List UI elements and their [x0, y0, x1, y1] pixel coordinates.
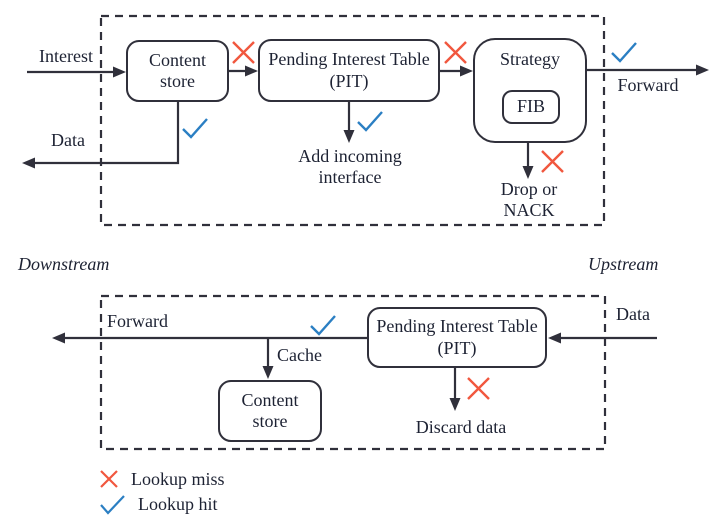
- legend: Lookup miss Lookup hit: [99, 467, 225, 516]
- pit-down-arrowhead: [343, 130, 355, 143]
- upstream-label: Upstream: [588, 254, 659, 274]
- lookup-miss-icon: [541, 150, 564, 173]
- pit-box-bottom: Pending Interest Table (PIT): [367, 307, 547, 368]
- lookup-miss-icon: [100, 470, 118, 488]
- data-out-label: Data: [51, 130, 85, 150]
- interest-in-arrowhead: [113, 66, 126, 78]
- strategy-down-arrowhead: [522, 166, 534, 179]
- cache-branch-arrowhead: [262, 366, 274, 379]
- legend-row-miss: Lookup miss: [99, 467, 225, 491]
- drop-nack-label: Drop or NACK: [500, 179, 558, 221]
- data-in-arrowhead: [548, 332, 561, 344]
- lookup-miss-icon: [232, 41, 255, 64]
- add-incoming-label: Add incoming interface: [298, 146, 402, 188]
- content-store-box-top: Content store: [126, 40, 229, 102]
- content-store-box-bottom: Content store: [218, 380, 322, 442]
- lookup-hit-icon: [611, 42, 637, 63]
- legend-miss-label: Lookup miss: [131, 468, 225, 489]
- strategy-label: Strategy: [500, 49, 560, 69]
- bottom-forward-arrowhead: [52, 332, 65, 344]
- bottom-forward-label: Forward: [107, 311, 168, 331]
- data-in-label: Data: [616, 304, 650, 324]
- fib-box: FIB: [502, 90, 560, 124]
- pit-to-strategy-arrowhead: [460, 65, 473, 77]
- strategy-box: Strategy FIB: [473, 38, 587, 143]
- legend-row-hit: Lookup hit: [99, 492, 225, 516]
- forward-out-arrowhead: [696, 64, 709, 76]
- lookup-hit-icon: [100, 494, 125, 515]
- data-pipeline-boundary: [99, 294, 607, 451]
- legend-hit-label: Lookup hit: [138, 493, 218, 514]
- discard-data-label: Discard data: [415, 417, 507, 437]
- downstream-label: Downstream: [18, 254, 110, 274]
- forward-out-label: Forward: [617, 75, 679, 95]
- lookup-miss-icon: [467, 377, 490, 400]
- lookup-miss-icon: [444, 41, 467, 64]
- discard-arrowhead: [449, 398, 461, 411]
- cs-to-pit-arrowhead: [245, 65, 258, 77]
- lookup-hit-icon: [182, 118, 208, 139]
- data-out-arrowhead: [22, 157, 35, 169]
- interest-in-label: Interest: [39, 46, 93, 66]
- pit-box-top: Pending Interest Table (PIT): [258, 39, 440, 102]
- cache-label: Cache: [277, 345, 322, 365]
- lookup-hit-icon: [310, 315, 336, 336]
- data-out-arrow-line: [34, 102, 180, 165]
- interest-pipeline-boundary: [99, 14, 606, 227]
- lookup-hit-icon: [357, 111, 383, 132]
